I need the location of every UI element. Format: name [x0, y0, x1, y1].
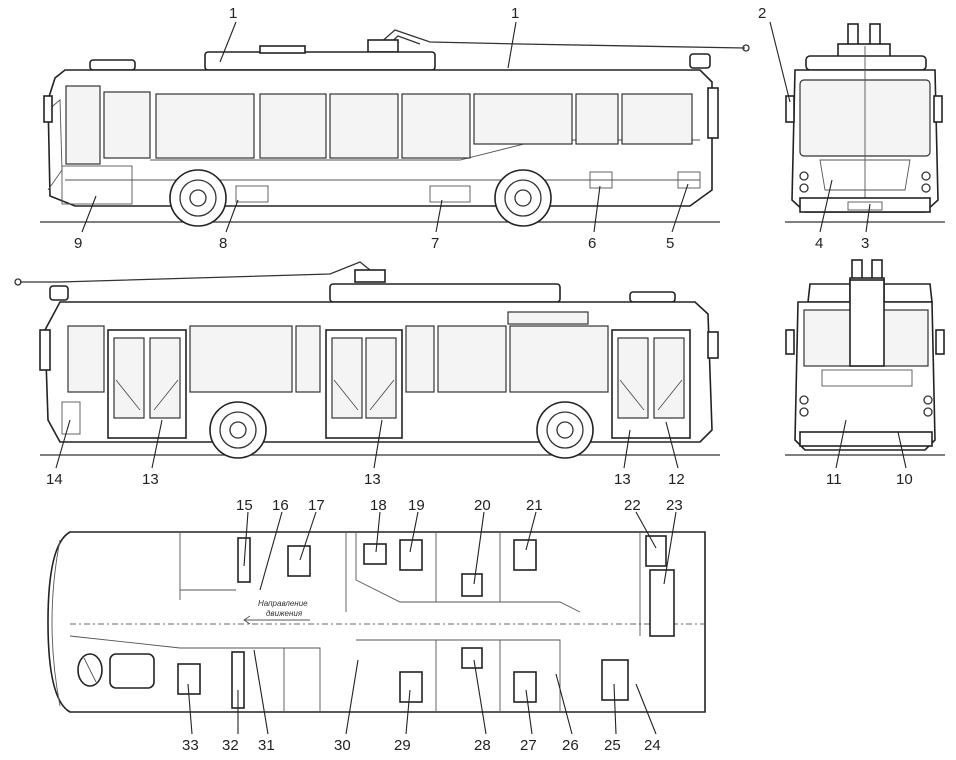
callout-23: 23 [666, 497, 683, 514]
left-side-view [40, 29, 750, 227]
callout-18: 18 [370, 497, 387, 514]
callout-16: 16 [272, 497, 289, 514]
door-3 [611, 329, 691, 439]
callout-17: 17 [308, 497, 325, 514]
callout-1b: 1 [511, 5, 519, 22]
right-side-view [14, 261, 720, 459]
callout-21: 21 [526, 497, 543, 514]
callout-5: 5 [666, 235, 674, 252]
callout-3: 3 [861, 235, 869, 252]
callout-7: 7 [431, 235, 439, 252]
callout-20: 20 [474, 497, 491, 514]
direction-label-line1: Направление [258, 599, 308, 608]
callout-31: 31 [258, 737, 275, 754]
callout-19: 19 [408, 497, 425, 514]
callout-25: 25 [604, 737, 621, 754]
callout-2: 2 [758, 5, 766, 22]
callout-12: 12 [668, 471, 685, 488]
callout-27: 27 [520, 737, 537, 754]
callout-28: 28 [474, 737, 491, 754]
callout-6: 6 [588, 235, 596, 252]
callout-29: 29 [394, 737, 411, 754]
callout-10: 10 [896, 471, 913, 488]
door-1 [107, 329, 187, 439]
callout-9: 9 [74, 235, 82, 252]
callout-14: 14 [46, 471, 63, 488]
callout-26: 26 [562, 737, 579, 754]
callout-13b: 13 [364, 471, 381, 488]
door-2 [325, 329, 403, 439]
leader-lines [55, 21, 907, 735]
callout-1a: 1 [229, 5, 237, 22]
callout-numbers: 1 1 2 9 8 7 6 5 4 3 14 13 13 13 12 11 10… [46, 5, 913, 754]
callout-13a: 13 [142, 471, 159, 488]
callout-33: 33 [182, 737, 199, 754]
callout-32: 32 [222, 737, 239, 754]
rear-view [785, 259, 945, 456]
callout-22: 22 [624, 497, 641, 514]
callout-4: 4 [815, 235, 823, 252]
callout-15: 15 [236, 497, 253, 514]
callout-8: 8 [219, 235, 227, 252]
front-view [785, 23, 945, 223]
floor-plan-view: Направление движения [47, 531, 706, 713]
callout-30: 30 [334, 737, 351, 754]
callout-24: 24 [644, 737, 661, 754]
direction-label-line2: движения [266, 609, 303, 618]
callout-11: 11 [826, 471, 842, 488]
callout-13c: 13 [614, 471, 631, 488]
